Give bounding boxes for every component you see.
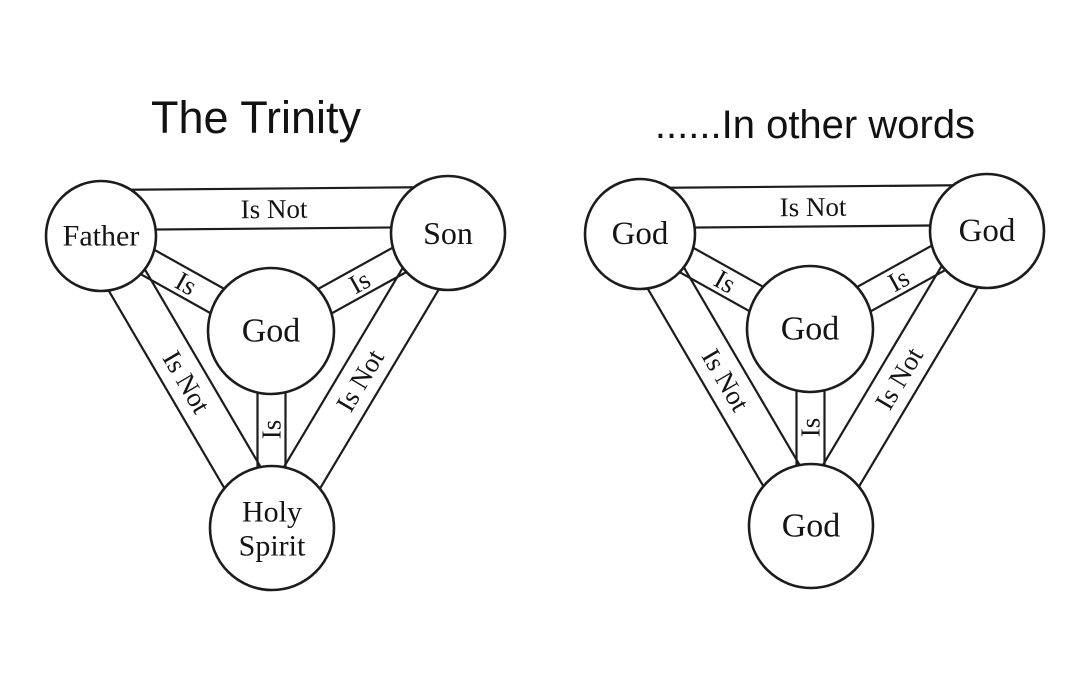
edge-label-center-right: Is xyxy=(344,264,376,300)
god-center-node-label: God xyxy=(781,311,840,348)
god-top-right-node-label: God xyxy=(959,213,1016,249)
holy-spirit-node-label-line1: Holy xyxy=(242,496,302,529)
edge-label-top: Is Not xyxy=(779,192,847,223)
edge-label-left: Is Not xyxy=(696,344,756,417)
son-node-circle xyxy=(389,174,507,292)
son-node-label: Son xyxy=(423,215,473,251)
holy-spirit-node-label-line2: Spirit xyxy=(239,530,306,563)
edge-label-center-bottom: Is xyxy=(796,418,826,438)
right-diagram-title: ......In other words xyxy=(655,103,975,147)
band-edge-line xyxy=(639,183,987,190)
god-bottom-node-label: God xyxy=(782,508,841,545)
edge-label-left: Is Not xyxy=(157,346,217,419)
holy-spirit-node-circle xyxy=(208,464,336,592)
left-diagram: The Trinity Is xyxy=(44,92,507,592)
edge-label-center-left: Is xyxy=(709,264,741,300)
edge-label-center-right: Is xyxy=(883,262,915,298)
god-center-node-circle xyxy=(206,266,336,396)
edge-label-top: Is Not xyxy=(240,194,308,225)
left-diagram-title: The Trinity xyxy=(151,92,362,143)
edge-label-right: Is Not xyxy=(330,344,390,417)
edge-label-right: Is Not xyxy=(869,342,929,415)
god-top-left-node-circle xyxy=(583,177,697,291)
god-top-left-node-label: God xyxy=(612,216,669,252)
edge-label-center-left: Is xyxy=(170,266,202,302)
god-center-node-label: God xyxy=(242,313,301,350)
father-node-circle xyxy=(44,179,158,293)
god-bottom-node-circle xyxy=(747,462,875,590)
edge-label-center-bottom: Is xyxy=(257,420,287,440)
god-top-right-node-circle xyxy=(928,172,1046,290)
father-node-label: Father xyxy=(63,220,140,253)
god-center-node-circle xyxy=(745,264,875,394)
band-edge-line xyxy=(100,185,448,192)
right-diagram: ......In other words xyxy=(583,103,1046,590)
